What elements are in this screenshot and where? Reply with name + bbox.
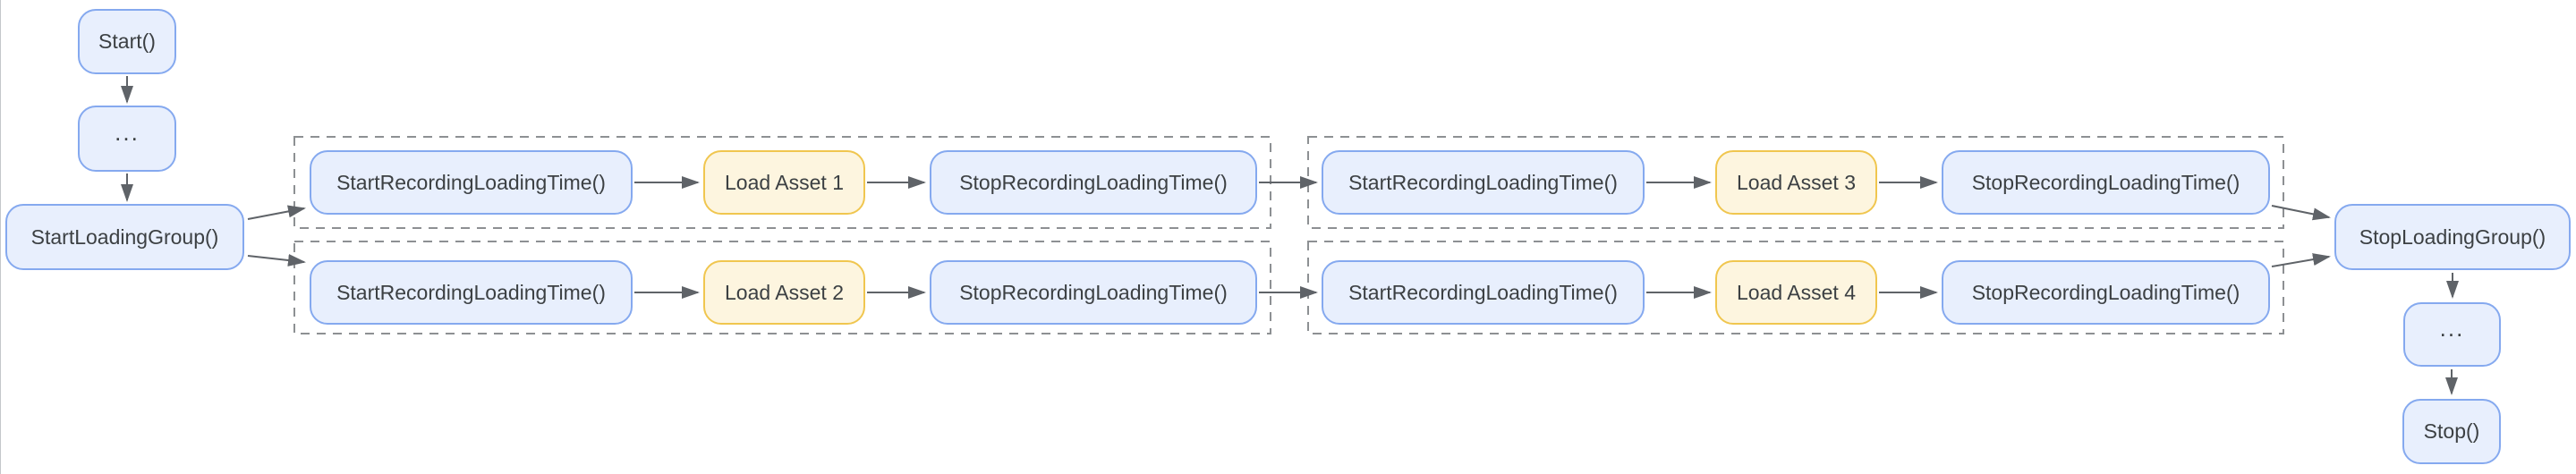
node-stop-recording-g2-lane2: StopRecordingLoadingTime() <box>1942 260 2270 325</box>
node-stop-loading-group: StopLoadingGroup() <box>2334 204 2571 270</box>
node-stop: Stop() <box>2402 399 2501 464</box>
arrow-lane1-to-stop-loading-group <box>2271 205 2331 221</box>
node-stop-recording-g1-lane1: StopRecordingLoadingTime() <box>930 150 1257 215</box>
arrow-lane2-to-stop-loading-group <box>2271 253 2331 267</box>
node-load-asset-2: Load Asset 2 <box>703 260 865 325</box>
node-start: Start() <box>78 9 176 74</box>
node-ellipsis-after-group: ... <box>2403 302 2501 367</box>
node-stop-recording-g2-lane1: StopRecordingLoadingTime() <box>1942 150 2270 215</box>
node-load-asset-4: Load Asset 4 <box>1715 260 1877 325</box>
node-stop-recording-g1-lane2: StopRecordingLoadingTime() <box>930 260 1257 325</box>
arrow-start-group-to-lane2 <box>247 254 306 267</box>
node-start-recording-g1-lane1: StartRecordingLoadingTime() <box>310 150 633 215</box>
node-start-recording-g2-lane2: StartRecordingLoadingTime() <box>1322 260 1645 325</box>
group1-lane2-outline <box>293 241 1271 334</box>
node-start-recording-g2-lane1: StartRecordingLoadingTime() <box>1322 150 1645 215</box>
node-start-recording-g1-lane2: StartRecordingLoadingTime() <box>310 260 633 325</box>
node-start-loading-group: StartLoadingGroup() <box>5 204 244 270</box>
arrow-start-group-to-lane1 <box>247 205 306 220</box>
group2-lane2-outline <box>1307 241 2284 334</box>
node-ellipsis-before-group: ... <box>78 106 176 172</box>
group2-lane1-outline <box>1307 136 2284 229</box>
node-load-asset-3: Load Asset 3 <box>1715 150 1877 215</box>
left-edge-hairline <box>0 0 1 474</box>
node-load-asset-1: Load Asset 1 <box>703 150 865 215</box>
